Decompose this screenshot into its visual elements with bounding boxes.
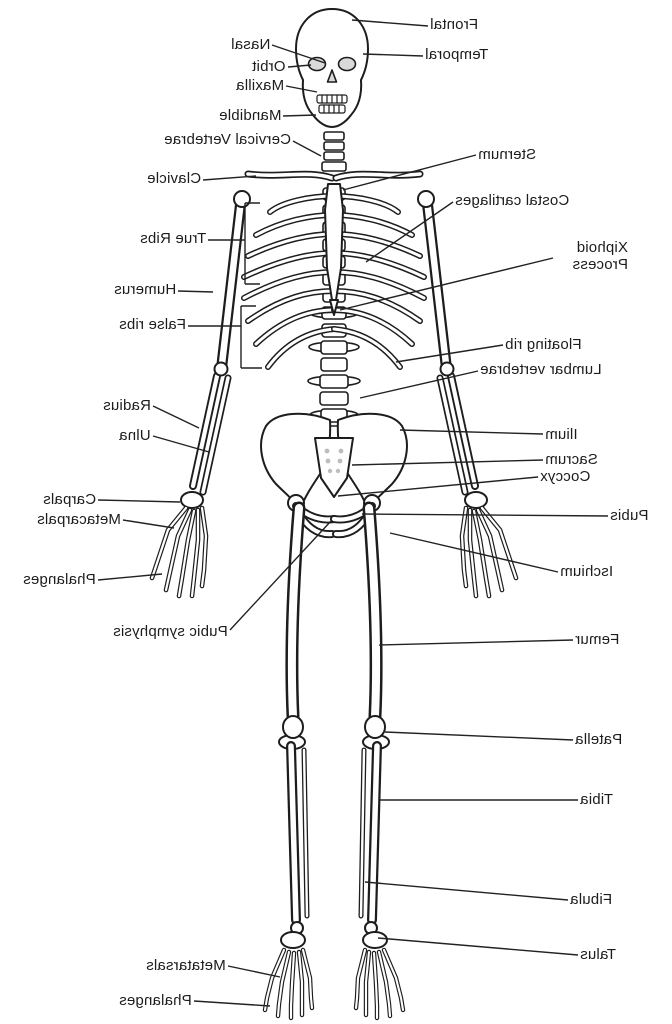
sacrum-bone <box>314 437 354 498</box>
label-costal-cartilages: Costal cartilages <box>455 192 570 209</box>
label-sacrum: Sacrum <box>545 451 598 468</box>
leader-phalanges-hand <box>97 573 163 581</box>
label-talus: Talus <box>580 946 617 963</box>
leader-ulna <box>152 435 210 453</box>
label-ischium: Ischium <box>560 563 614 580</box>
leader-phalanges-foot <box>193 1000 271 1007</box>
leader-sternum <box>342 154 477 191</box>
leader-radius <box>152 405 200 429</box>
leader-false-ribs <box>188 305 262 369</box>
leader-pubis <box>361 513 609 517</box>
leader-patella <box>384 731 574 741</box>
left-orbit-bone <box>307 56 327 72</box>
leader-lines <box>97 19 609 1007</box>
label-phalanges-foot: Phalanges <box>119 992 192 1009</box>
leader-mandible <box>282 114 317 117</box>
leader-orbit <box>287 64 312 68</box>
leader-maxilla <box>285 85 318 93</box>
label-clavicle: Clavicle <box>146 170 201 187</box>
xiphoid-process-bone <box>329 299 339 316</box>
leader-floating-rib <box>395 344 504 363</box>
leader-carpals <box>97 499 181 503</box>
label-pubis: Pubis <box>610 507 649 524</box>
label-cervical-vertebrae: Cervical Vertebrae <box>164 131 291 148</box>
left-patella-bone <box>282 715 304 739</box>
leader-nasal <box>271 44 326 64</box>
leader-costal-cartilages <box>365 201 454 263</box>
label-true-ribs: True Ribs <box>139 230 206 247</box>
label-carpals: Carpals <box>42 491 96 508</box>
label-mandible: Mandible <box>218 107 281 124</box>
leader-frontal <box>351 19 429 27</box>
label-tibia: Tibia <box>580 791 613 808</box>
label-maxilla: Maxilla <box>235 77 284 94</box>
nasal-bone <box>326 69 338 83</box>
label-false-ribs: False ribs <box>118 316 186 333</box>
skull <box>295 8 369 128</box>
label-xiphoid-process: Xiphoid Process <box>572 239 628 273</box>
label-metacarpals: Metacarpals <box>37 511 121 528</box>
pelvis <box>260 412 408 534</box>
label-floating-rib: Floating rib <box>505 336 582 353</box>
label-radius: Radius <box>103 397 151 414</box>
label-fibula: Fibula <box>570 891 613 908</box>
label-orbit: Orbit <box>252 58 286 75</box>
right-leg <box>356 508 403 1018</box>
leader-ilium <box>399 429 544 435</box>
leader-temporal <box>362 53 424 57</box>
leader-pubic-symphysis <box>229 520 332 631</box>
label-nasal: Nasal <box>230 36 270 53</box>
leader-metacarpals <box>122 519 175 529</box>
leader-femur <box>378 639 574 646</box>
leader-metatarsals <box>227 965 281 978</box>
left-leg <box>265 508 312 1018</box>
label-phalanges-hand: Phalanges <box>23 571 96 588</box>
leader-humerus <box>177 290 214 293</box>
leader-clavicle <box>202 175 257 181</box>
cervical-vertebrae-bones <box>321 131 347 172</box>
label-ulna: Ulna <box>119 427 151 444</box>
leader-fibula <box>364 881 569 901</box>
right-orbit-bone <box>337 56 357 72</box>
leader-xiphoid <box>339 257 554 311</box>
label-ilium: Ilium <box>545 426 578 443</box>
leader-lumbar <box>359 370 479 399</box>
leader-talus <box>377 937 579 956</box>
right-arm <box>417 190 516 596</box>
label-temporal: Temporal <box>425 46 489 63</box>
leader-true-ribs <box>208 202 260 285</box>
teeth <box>316 94 348 114</box>
leader-cervical <box>292 140 322 157</box>
left-carpals-bone <box>180 491 204 509</box>
left-arm <box>152 190 251 596</box>
skeleton-group <box>152 8 516 1018</box>
sternum-bone <box>324 183 344 316</box>
label-pubic-symphysis: Pubic symphysis <box>113 623 228 640</box>
label-lumbar-vertebrae: Lumbar vertebrae <box>480 361 602 378</box>
leader-coccyx <box>337 476 539 497</box>
label-femur: Femur <box>575 631 620 648</box>
left-talus-bone <box>280 931 306 949</box>
sacral-foramina <box>324 448 344 474</box>
label-frontal: Frontal <box>430 16 479 33</box>
label-patella: Patella <box>575 731 623 748</box>
leader-ischium <box>389 532 559 573</box>
leader-sacrum <box>351 459 544 466</box>
label-coccyx: Coccyx <box>540 468 591 485</box>
label-sternum: Sternum <box>478 146 537 163</box>
label-metatarsals: Metatarsals <box>146 957 226 974</box>
label-humerus: Humerus <box>113 281 176 298</box>
